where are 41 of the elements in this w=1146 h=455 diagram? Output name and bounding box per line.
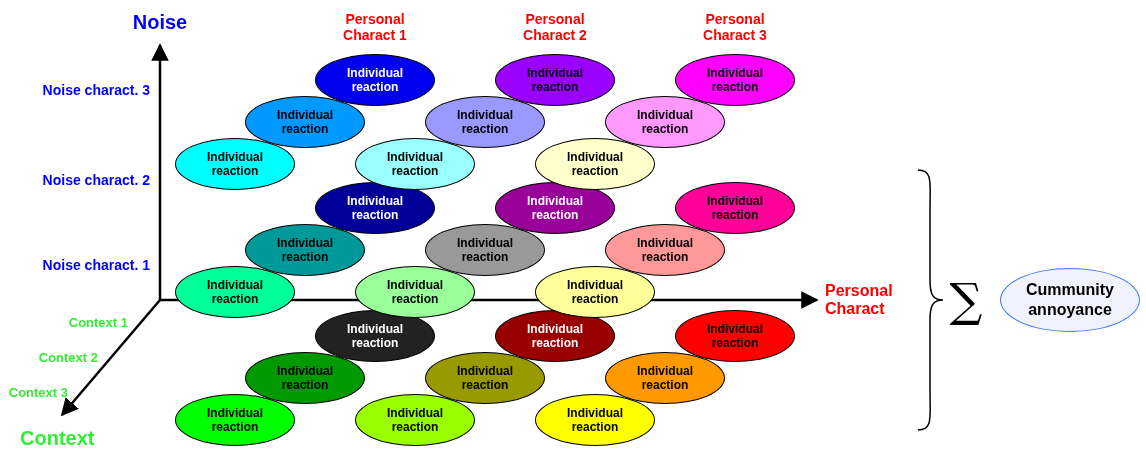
reaction-ellipse: Individual reaction — [175, 394, 295, 446]
axis-title: Context — [20, 426, 95, 450]
reaction-ellipse: Individual reaction — [535, 138, 655, 190]
reaction-ellipse: Individual reaction — [535, 394, 655, 446]
axis-title: Noise — [132, 10, 188, 34]
reaction-ellipse: Individual reaction — [245, 224, 365, 276]
column-label: Personal Charact 1 — [342, 11, 408, 43]
reaction-ellipse: Individual reaction — [245, 96, 365, 148]
reaction-ellipse: Individual reaction — [605, 352, 725, 404]
reaction-ellipse: Individual reaction — [675, 182, 795, 234]
result-ellipse: Cummunity annoyance — [1000, 268, 1140, 332]
reaction-ellipse: Individual reaction — [495, 182, 615, 234]
reaction-ellipse: Individual reaction — [175, 266, 295, 318]
row-label: Noise charact. 1 — [42, 257, 150, 273]
reaction-ellipse: Individual reaction — [315, 310, 435, 362]
depth-label: Context 3 — [8, 384, 68, 400]
column-label: Personal Charact 2 — [522, 11, 588, 43]
reaction-ellipse: Individual reaction — [605, 224, 725, 276]
reaction-ellipse: Individual reaction — [355, 266, 475, 318]
reaction-ellipse: Individual reaction — [175, 138, 295, 190]
sum-symbol: ∑ — [949, 277, 983, 323]
reaction-ellipse: Individual reaction — [605, 96, 725, 148]
reaction-ellipse: Individual reaction — [355, 138, 475, 190]
reaction-ellipse: Individual reaction — [315, 54, 435, 106]
column-label: Personal Charact 3 — [702, 11, 768, 43]
reaction-ellipse: Individual reaction — [495, 54, 615, 106]
reaction-ellipse: Individual reaction — [425, 96, 545, 148]
reaction-ellipse: Individual reaction — [315, 182, 435, 234]
reaction-ellipse: Individual reaction — [425, 224, 545, 276]
row-label: Noise charact. 3 — [42, 82, 150, 98]
reaction-ellipse: Individual reaction — [355, 394, 475, 446]
reaction-ellipse: Individual reaction — [495, 310, 615, 362]
axis-title: Personal Charact — [825, 282, 894, 318]
reaction-ellipse: Individual reaction — [675, 310, 795, 362]
reaction-ellipse: Individual reaction — [245, 352, 365, 404]
reaction-ellipse: Individual reaction — [535, 266, 655, 318]
depth-label: Context 1 — [68, 314, 128, 330]
reaction-ellipse: Individual reaction — [425, 352, 545, 404]
depth-label: Context 2 — [38, 349, 98, 365]
reaction-ellipse: Individual reaction — [675, 54, 795, 106]
row-label: Noise charact. 2 — [42, 172, 150, 188]
